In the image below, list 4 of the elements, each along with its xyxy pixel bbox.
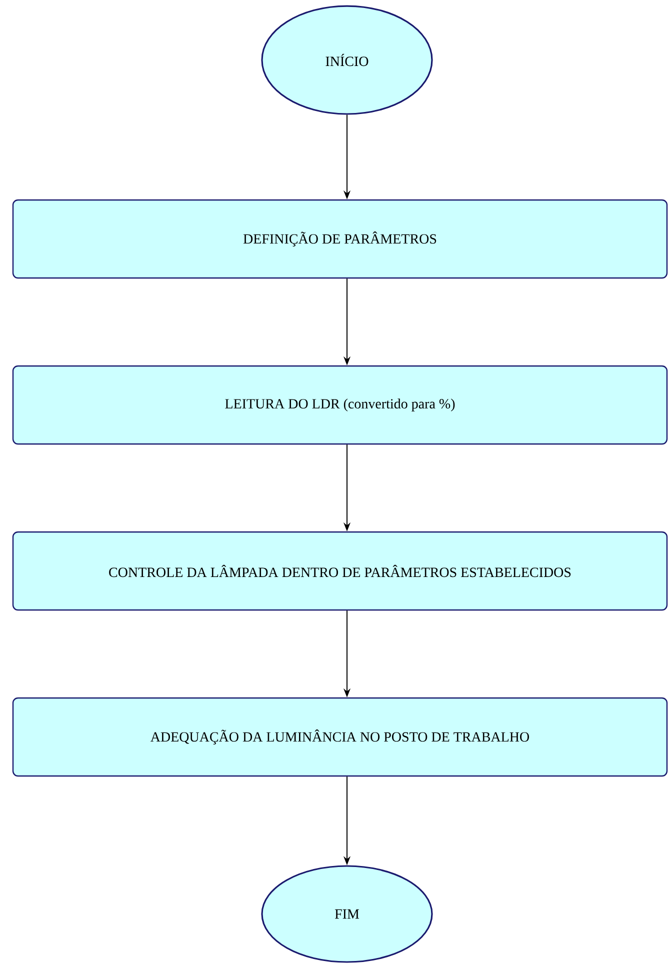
- process-box: ADEQUAÇÃO DA LUMINÂNCIA NO POSTO DE TRABALHO: [12, 697, 668, 777]
- process-box: DEFINIÇÃO DE PARÂMETROS: [12, 199, 668, 279]
- process-box: LEITURA DO LDR (convertido para %): [12, 365, 668, 445]
- process-box: CONTROLE DA LÂMPADA DENTRO DE PARÂMETROS ESTABELECIDOS: [12, 531, 668, 611]
